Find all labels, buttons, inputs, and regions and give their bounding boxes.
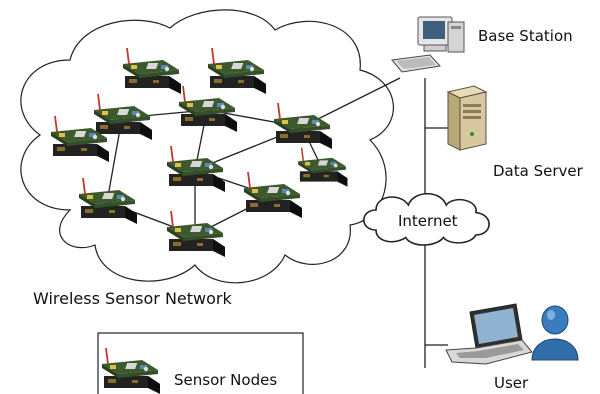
laptop-icon bbox=[445, 303, 533, 365]
network-label: Wireless Sensor Network bbox=[33, 289, 233, 308]
data-server-label: Data Server bbox=[493, 162, 584, 180]
base-station-label: Base Station bbox=[478, 27, 573, 45]
internet-label: Internet bbox=[398, 212, 458, 230]
legend-label: Sensor Nodes bbox=[174, 371, 277, 389]
legend-box: Sensor Nodes bbox=[97, 332, 304, 394]
workstation-icon bbox=[391, 16, 465, 73]
user-label: User bbox=[494, 374, 529, 392]
person-icon bbox=[531, 305, 579, 361]
server-tower-icon bbox=[446, 85, 488, 151]
